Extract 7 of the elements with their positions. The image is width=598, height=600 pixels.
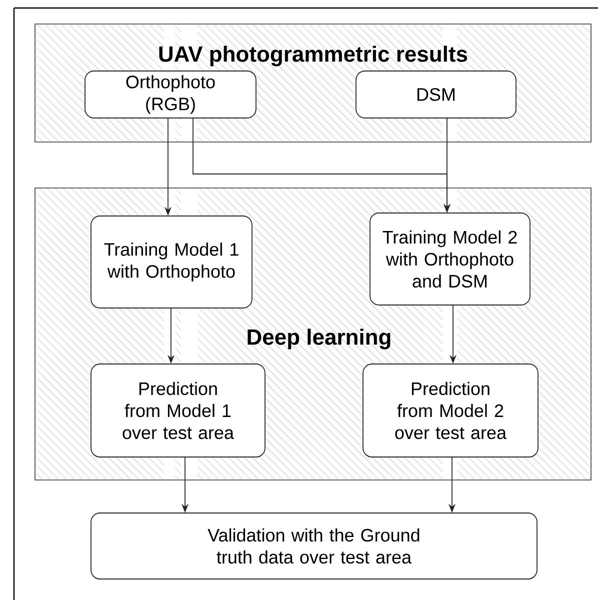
process-box: DSM	[356, 70, 516, 118]
process-box: Prediction from Model 1 over test area	[90, 364, 266, 458]
process-box: Prediction from Model 2 over test area	[362, 364, 538, 458]
process-box: Training Model 1 with Orthophoto	[90, 216, 252, 308]
process-box: Training Model 2 with Orthophoto and DSM	[370, 212, 530, 306]
process-box: Orthophoto (RGB)	[84, 70, 256, 118]
process-box: Validation with the Ground truth data over test area	[90, 512, 538, 580]
